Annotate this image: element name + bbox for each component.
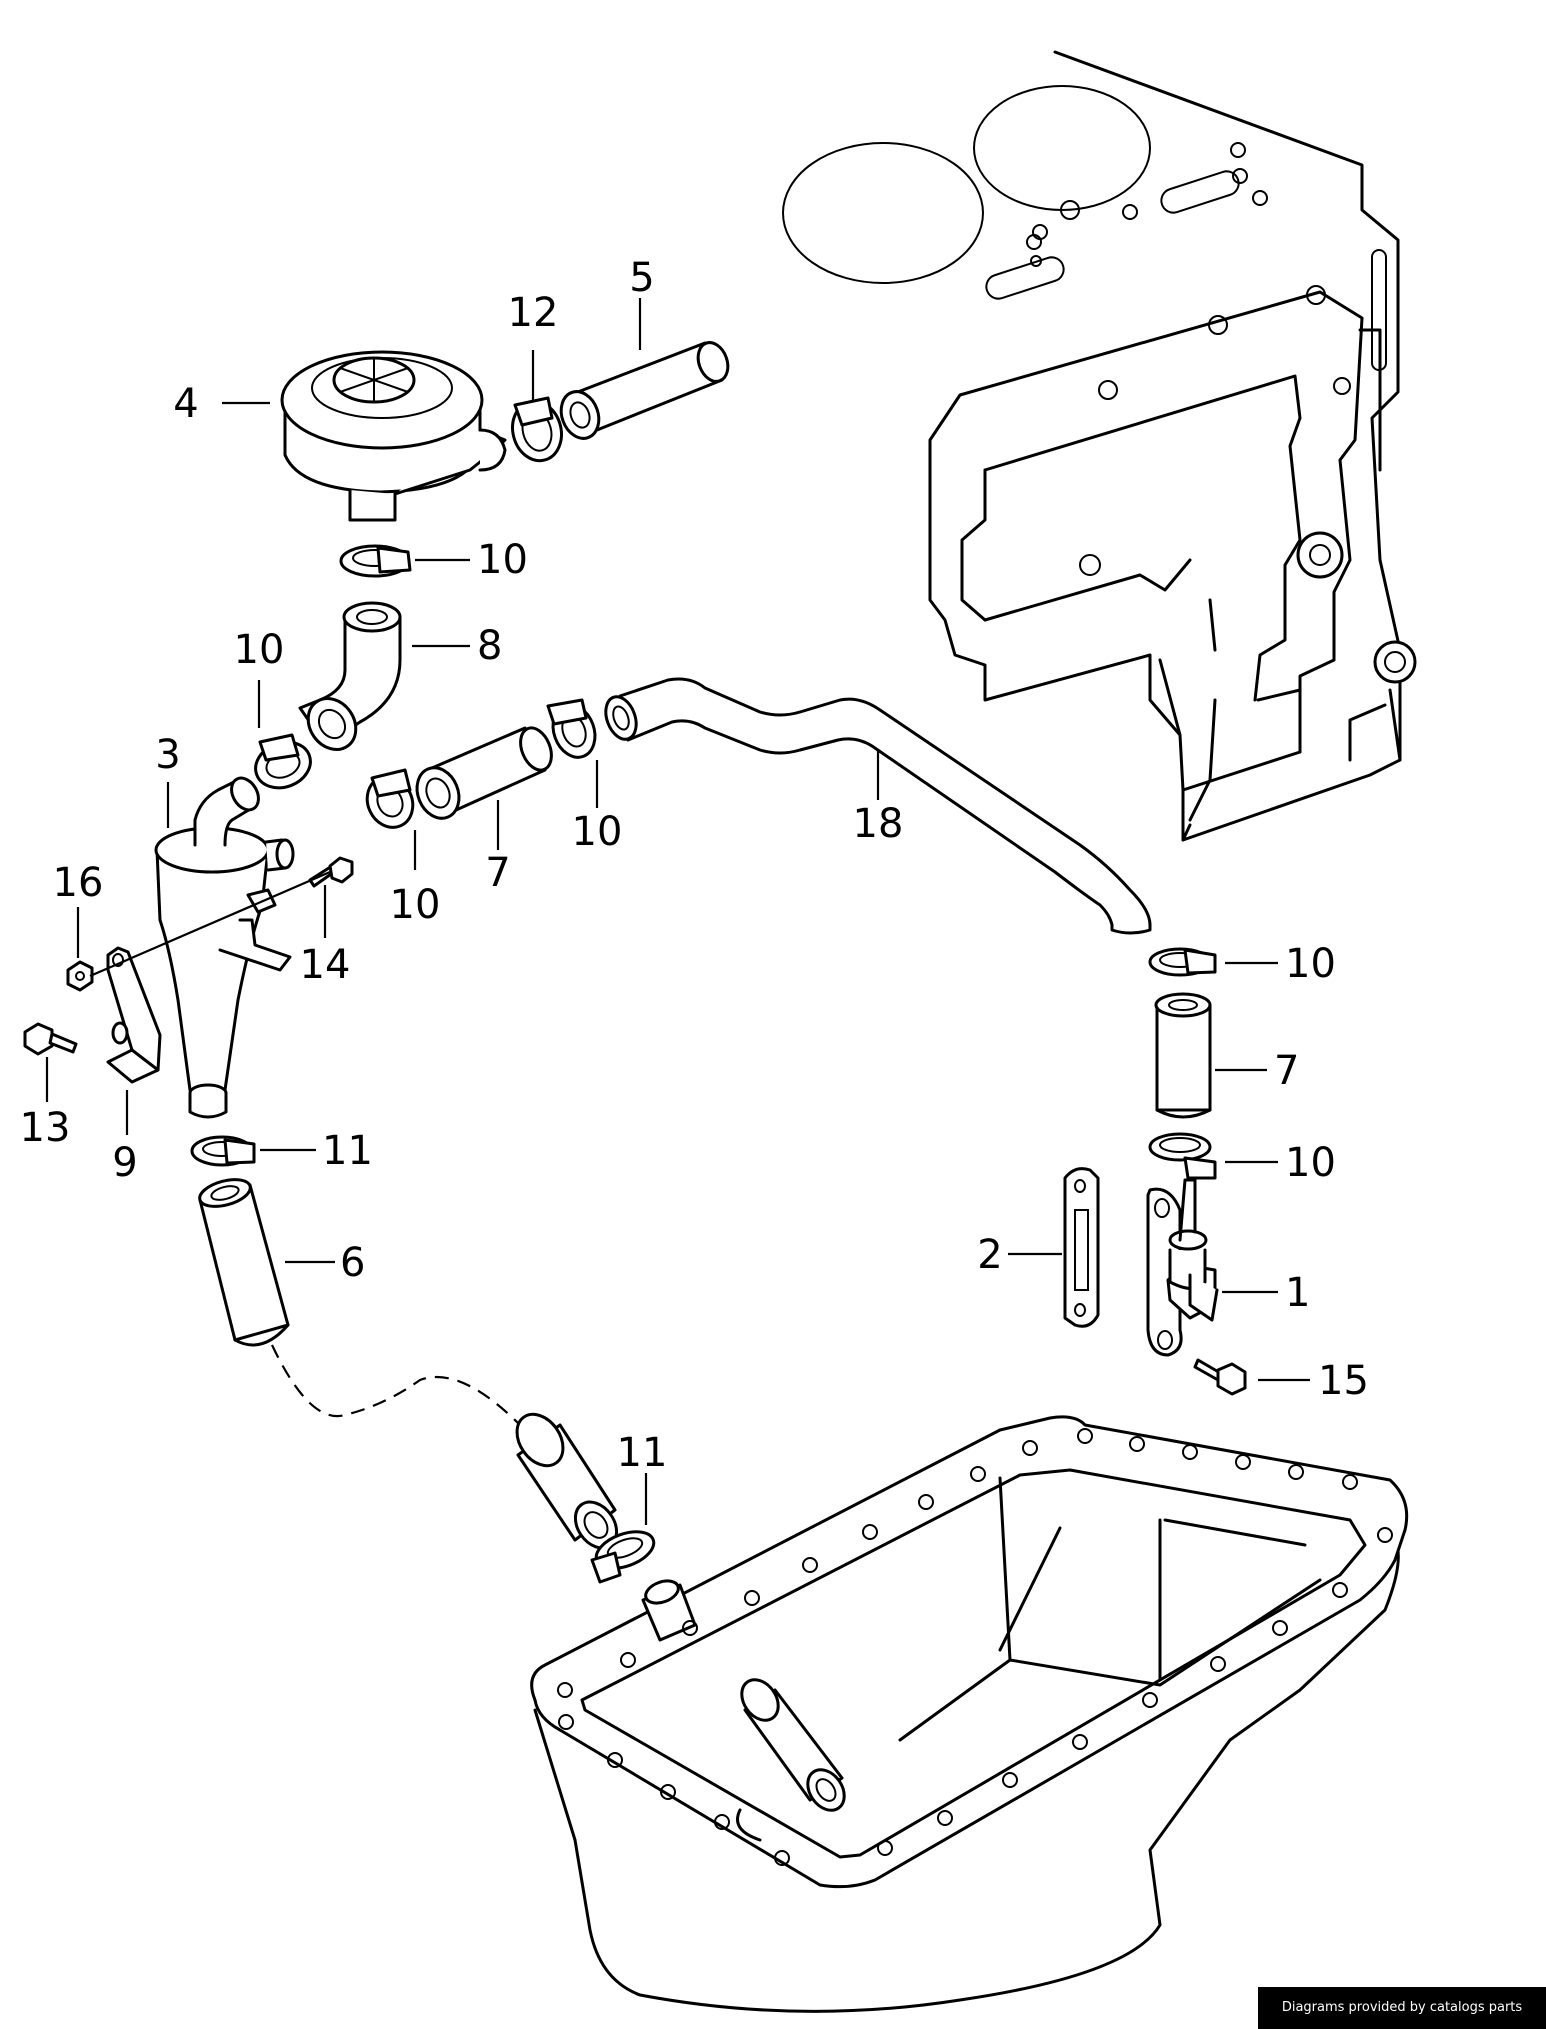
part-11-hose-clamp-a	[190, 1135, 256, 1167]
part-10-hose-clamp-c	[365, 768, 415, 829]
callout-7-b: 7	[1274, 1048, 1299, 1094]
hose-routing-dashed-line	[271, 1344, 521, 1426]
part-11-hose-clamp-b	[590, 1530, 656, 1584]
part-1-connection-flange	[1146, 1178, 1219, 1357]
callout-15: 15	[1318, 1358, 1369, 1404]
part-10-hose-clamp-e	[1148, 947, 1217, 977]
part-6-hose	[198, 1178, 290, 1347]
callout-labels: 4 12 5 10 8 10 3 10 7 10 18 14 16 13 9 1…	[20, 255, 1369, 1476]
part-12-hose-clamp	[511, 396, 563, 463]
callout-14: 14	[300, 942, 351, 988]
callout-10-b: 10	[234, 627, 285, 673]
part-6-hose-lower-end	[515, 1412, 619, 1550]
part-14-bolt	[308, 856, 354, 888]
callout-10-a: 10	[477, 537, 528, 583]
callout-18: 18	[853, 801, 904, 847]
callout-10-c: 10	[390, 882, 441, 928]
engine-block	[782, 50, 1417, 842]
part-7-hose-b	[1154, 992, 1212, 1119]
oil-pan	[530, 1415, 1409, 2013]
part-15-bolt	[1193, 1358, 1247, 1396]
part-5-hose	[559, 341, 730, 440]
part-8-elbow-hose	[298, 601, 402, 751]
callout-13: 13	[20, 1105, 71, 1151]
oil-pan-bolt-holes	[557, 1428, 1393, 1866]
callout-2: 2	[977, 1232, 1002, 1278]
leader-lines	[45, 298, 1310, 1525]
part-18-breather-pipe	[604, 677, 1152, 935]
part-7-hose-a	[415, 726, 553, 820]
callout-8: 8	[477, 623, 502, 669]
callout-6: 6	[340, 1240, 365, 1286]
part-10-hose-clamp-b	[254, 733, 312, 790]
callout-12: 12	[508, 290, 559, 336]
callout-5: 5	[629, 255, 654, 301]
part-16-nut	[66, 960, 94, 992]
callout-9: 9	[112, 1140, 137, 1186]
callout-4: 4	[173, 381, 198, 427]
callout-10-d: 10	[572, 809, 623, 855]
part-4-breather-housing	[280, 350, 507, 522]
callout-3: 3	[155, 732, 180, 778]
part-10-hose-clamp-f	[1148, 1132, 1217, 1180]
part-3-oil-separator	[154, 776, 295, 1119]
callout-11-a: 11	[322, 1128, 373, 1174]
callout-7-a: 7	[485, 850, 510, 896]
callout-16: 16	[53, 860, 104, 906]
part-10-hose-clamp-a	[339, 544, 412, 578]
callout-1: 1	[1285, 1270, 1310, 1316]
part-13-bolt	[23, 1022, 78, 1056]
callout-10-f: 10	[1285, 1140, 1336, 1186]
callout-10-e: 10	[1285, 941, 1336, 987]
part-10-hose-clamp-d	[546, 698, 597, 759]
callout-11-b: 11	[617, 1430, 668, 1476]
part-9-bracket	[106, 946, 162, 1084]
part-2-gasket	[1063, 1167, 1100, 1328]
diagram-credit-banner: Diagrams provided by catalogs parts	[1258, 1987, 1546, 2029]
